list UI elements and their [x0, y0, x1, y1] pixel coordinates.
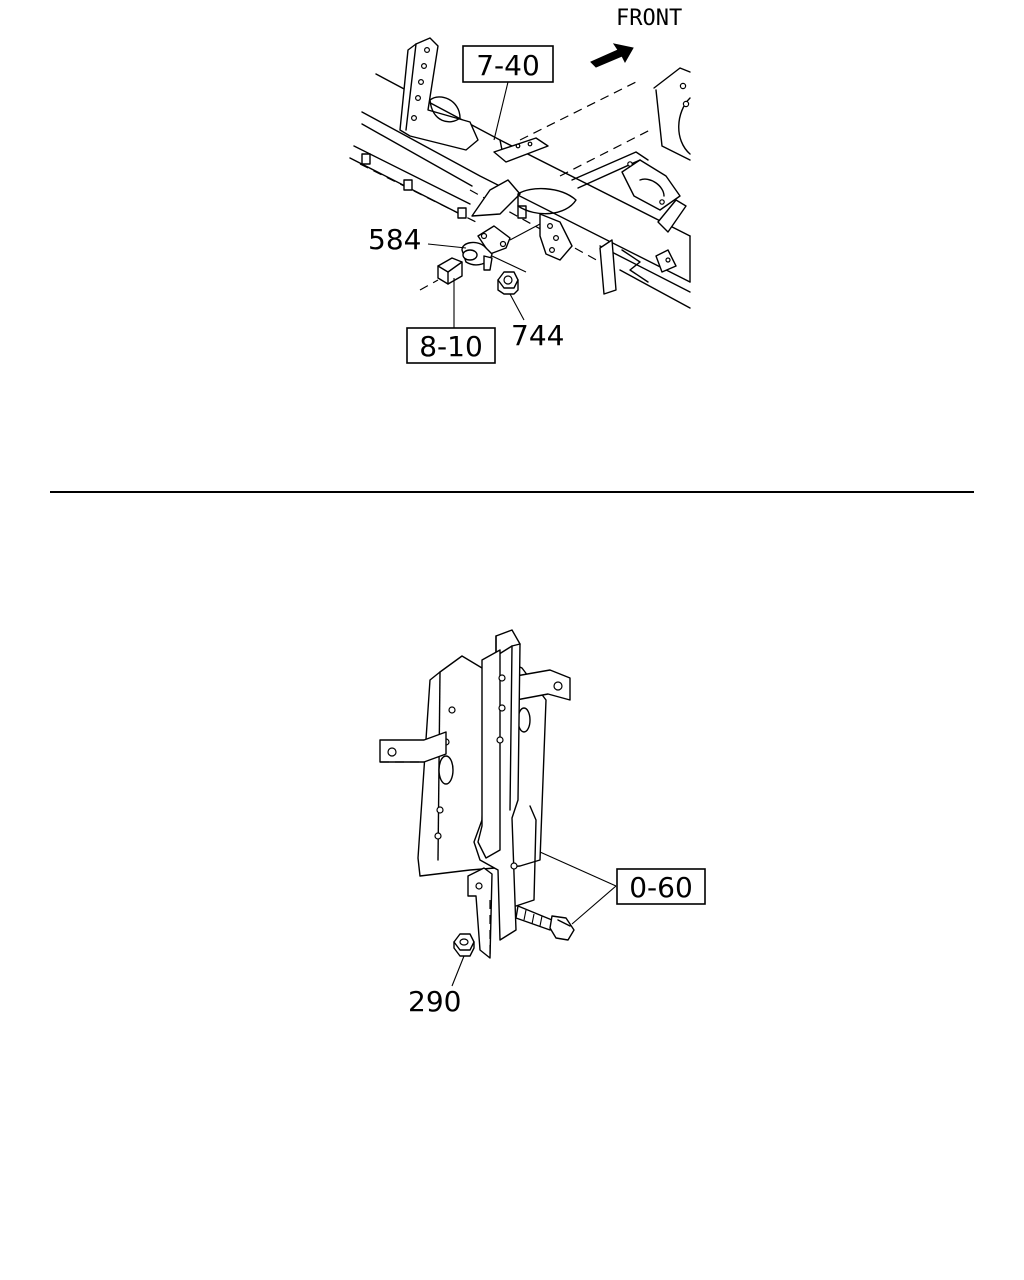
frame-rail	[361, 73, 691, 309]
right-bracket-structure	[571, 67, 691, 295]
part-290-nut	[453, 933, 475, 957]
leader-0-60-upper	[539, 851, 617, 887]
left-tab	[379, 731, 447, 763]
part-584-sensor	[461, 223, 541, 273]
leader-744	[509, 293, 525, 321]
part-number-290: 290	[408, 985, 461, 1018]
right-tab	[515, 669, 571, 701]
ref-label-0-60: 0-60	[629, 871, 693, 904]
ref-box-8-10	[406, 327, 496, 364]
part-number-584: 584	[368, 223, 421, 256]
bolt-0-60	[515, 905, 575, 941]
front-arrow-icon	[590, 43, 634, 68]
tag-plate	[493, 137, 549, 163]
lower-bracket-flap	[467, 867, 493, 959]
ref-label-8-10: 8-10	[419, 330, 483, 363]
ref-box-0-60	[616, 868, 706, 905]
leader-7-40	[493, 81, 509, 141]
part-744-nut	[497, 271, 519, 295]
stud-row	[349, 145, 527, 225]
top-view: FRONT	[349, 6, 691, 364]
ref-box-7-40	[462, 45, 554, 83]
front-label: FRONT	[616, 6, 682, 31]
connector-block	[419, 257, 463, 291]
leader-0-60-lower	[571, 885, 617, 925]
ref-label-7-40: 7-40	[476, 49, 540, 82]
bottom-view: 0-60 290	[379, 629, 706, 1018]
leader-290	[451, 955, 465, 987]
left-upright-bracket	[399, 37, 479, 151]
leader-584	[427, 243, 467, 249]
center-cross-bracket	[471, 179, 577, 261]
front-vertical-channel	[473, 629, 537, 941]
part-number-744: 744	[511, 319, 564, 352]
